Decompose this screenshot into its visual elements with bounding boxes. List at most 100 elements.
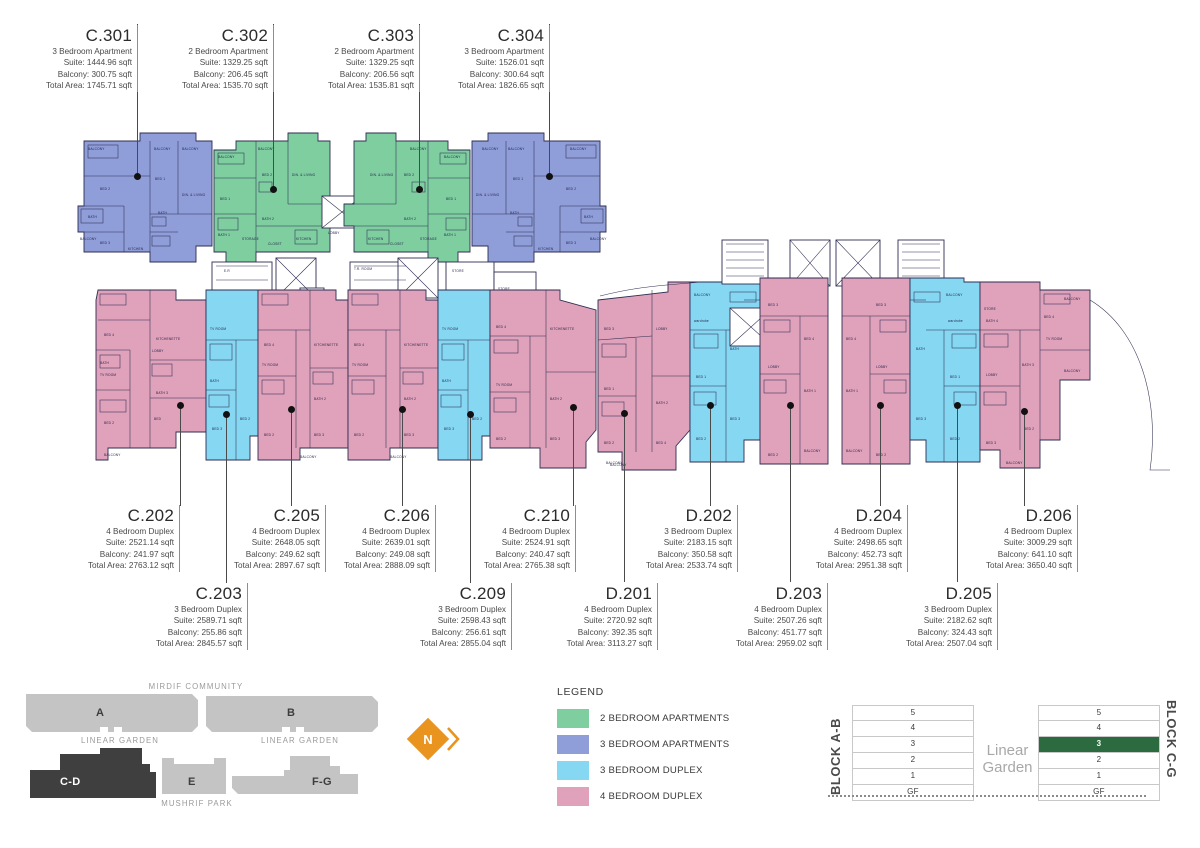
block-label-ab: BLOCK A-B [828, 718, 843, 795]
keyplan-label-fg[interactable]: F-G [312, 776, 332, 788]
leader-dot [467, 411, 474, 418]
keyplan-label-e[interactable]: E [188, 776, 196, 788]
unit-type: 4 Bedroom Duplex [834, 526, 902, 536]
leader-line [402, 410, 403, 506]
svg-text:BED 2: BED 2 [104, 421, 114, 425]
unit-type: 3 Bedroom Apartment [464, 46, 544, 56]
leader-dot [1021, 408, 1028, 415]
legend-title: LEGEND [557, 686, 604, 698]
leader-line [549, 24, 550, 176]
svg-text:BATH 1: BATH 1 [218, 233, 230, 237]
svg-text:BALCONY: BALCONY [104, 453, 121, 457]
svg-text:BALCONY: BALCONY [444, 155, 461, 159]
svg-text:TV ROOM: TV ROOM [100, 373, 116, 377]
unit-label-c206: C.206 4 Bedroom Duplex Suite: 2639.01 sq… [298, 505, 436, 573]
legend-label: 4 BEDROOM DUPLEX [600, 791, 703, 802]
north-chevron [447, 727, 460, 751]
unit-label-c210: C.210 4 Bedroom Duplex Suite: 2524.91 sq… [438, 505, 576, 573]
svg-text:BED 3: BED 3 [100, 241, 110, 245]
svg-text:BED 4: BED 4 [496, 325, 506, 329]
svg-text:BALCONY: BALCONY [482, 147, 499, 151]
unit-suite: Suite: 1329.25 sqft [345, 58, 414, 68]
keyplan-label-a[interactable]: A [96, 707, 105, 719]
unit-total: Total Area: 2507.04 sqft [905, 639, 992, 649]
unit-balcony: Balcony: 392.35 sqft [577, 627, 652, 637]
floor-row-3[interactable]: 3 [852, 737, 974, 753]
keyplan-caption-top: MIRDIF COMMUNITY [148, 682, 244, 691]
leader-dot [134, 173, 141, 180]
svg-text:BED: BED [154, 417, 162, 421]
svg-text:BALCONY: BALCONY [804, 449, 821, 453]
unit-balcony: Balcony: 350.58 sqft [657, 549, 732, 559]
floor-row-5[interactable]: 5 [852, 705, 974, 721]
unit-suite: Suite: 2507.26 sqft [753, 616, 822, 626]
leader-dot [787, 402, 794, 409]
svg-text:TV ROOM: TV ROOM [210, 327, 226, 331]
svg-text:LOBBY: LOBBY [328, 231, 340, 235]
leader-line [137, 24, 138, 176]
svg-text:TV ROOM: TV ROOM [1046, 337, 1062, 341]
floor-row-2[interactable]: 2 [1038, 753, 1160, 769]
north-letter: N [423, 732, 432, 747]
unit-total: Total Area: 2763.12 sqft [87, 561, 174, 571]
floor-row-4[interactable]: 4 [852, 721, 974, 737]
svg-text:BED 2: BED 2 [768, 453, 778, 457]
unit-balcony: Balcony: 206.45 sqft [193, 69, 268, 79]
svg-text:TV ROOM: TV ROOM [496, 383, 512, 387]
svg-text:BED 1: BED 1 [446, 197, 456, 201]
key-plan: MIRDIF COMMUNITY LINEAR GARDEN LINEAR GA… [22, 682, 397, 812]
floor-row-gf[interactable]: GF [852, 785, 974, 801]
floor-row-5[interactable]: 5 [1038, 705, 1160, 721]
floor-row-4[interactable]: 4 [1038, 721, 1160, 737]
leader-dot [877, 402, 884, 409]
unit-code: C.203 [195, 584, 242, 603]
floorplan-drawing: .o { fill:none; stroke:#2d2e52; stroke-w… [77, 132, 1170, 471]
svg-text:BALCONY: BALCONY [846, 449, 863, 453]
svg-text:BED 4: BED 4 [354, 343, 364, 347]
floor-stack-cg: 5 4 3 2 1 GF [1038, 705, 1160, 801]
svg-text:BED 2: BED 2 [404, 173, 414, 177]
linear-garden-line2: Garden [982, 759, 1033, 777]
svg-text:BATH 4: BATH 4 [986, 319, 998, 323]
unit-type: 2 Bedroom Apartment [188, 46, 268, 56]
floor-row-1[interactable]: 1 [1038, 769, 1160, 785]
unit-type: 4 Bedroom Duplex [584, 604, 652, 614]
keyplan-label-cd[interactable]: C-D [60, 776, 81, 788]
unit-code: D.203 [775, 584, 822, 603]
svg-text:BED 2: BED 2 [262, 173, 272, 177]
unit-total: Total Area: 3650.40 sqft [985, 561, 1072, 571]
leader-line [1024, 412, 1025, 506]
unit-label-d203: D.203 4 Bedroom Duplex Suite: 2507.26 sq… [690, 583, 828, 651]
linear-garden-label: Linear Garden [960, 742, 1055, 777]
svg-text:BALCONY: BALCONY [300, 455, 317, 459]
floor-row-2[interactable]: 2 [852, 753, 974, 769]
floor-row-3[interactable]: 3 [1038, 737, 1160, 753]
unit-code: D.201 [605, 584, 652, 603]
keyplan-caption-bottom: MUSHRIF PARK [161, 799, 233, 808]
svg-text:BED 2: BED 2 [566, 187, 576, 191]
unit-balcony: Balcony: 452.73 sqft [827, 549, 902, 559]
unit-label-c205: C.205 4 Bedroom Duplex Suite: 2648.05 sq… [188, 505, 326, 573]
unit-suite: Suite: 1444.96 sqft [63, 58, 132, 68]
floor-row-1[interactable]: 1 [852, 769, 974, 785]
svg-text:KITCHEN: KITCHEN [128, 247, 144, 251]
svg-text:KITCHENETTE: KITCHENETTE [314, 343, 338, 347]
svg-text:BED 4: BED 4 [104, 333, 114, 337]
svg-text:BED 2: BED 2 [696, 437, 706, 441]
legend-swatch [557, 761, 589, 780]
svg-text:BED 2: BED 2 [876, 453, 886, 457]
legend-label: 3 BEDROOM DUPLEX [600, 765, 703, 776]
floor-row-gf[interactable]: GF [1038, 785, 1160, 801]
svg-text:CLOSET: CLOSET [390, 242, 404, 246]
svg-text:BED 3: BED 3 [550, 437, 560, 441]
svg-text:DIN. & LIVING: DIN. & LIVING [292, 173, 316, 177]
svg-text:TV ROOM: TV ROOM [442, 327, 458, 331]
svg-text:BED 4: BED 4 [656, 441, 666, 445]
svg-text:STORAGE: STORAGE [420, 237, 437, 241]
svg-text:E.R: E.R [224, 269, 230, 273]
unit-code: D.202 [685, 506, 732, 525]
leader-dot [707, 402, 714, 409]
keyplan-label-b[interactable]: B [287, 707, 296, 719]
leader-line [470, 415, 471, 583]
unit-suite: Suite: 2524.91 sqft [501, 538, 570, 548]
